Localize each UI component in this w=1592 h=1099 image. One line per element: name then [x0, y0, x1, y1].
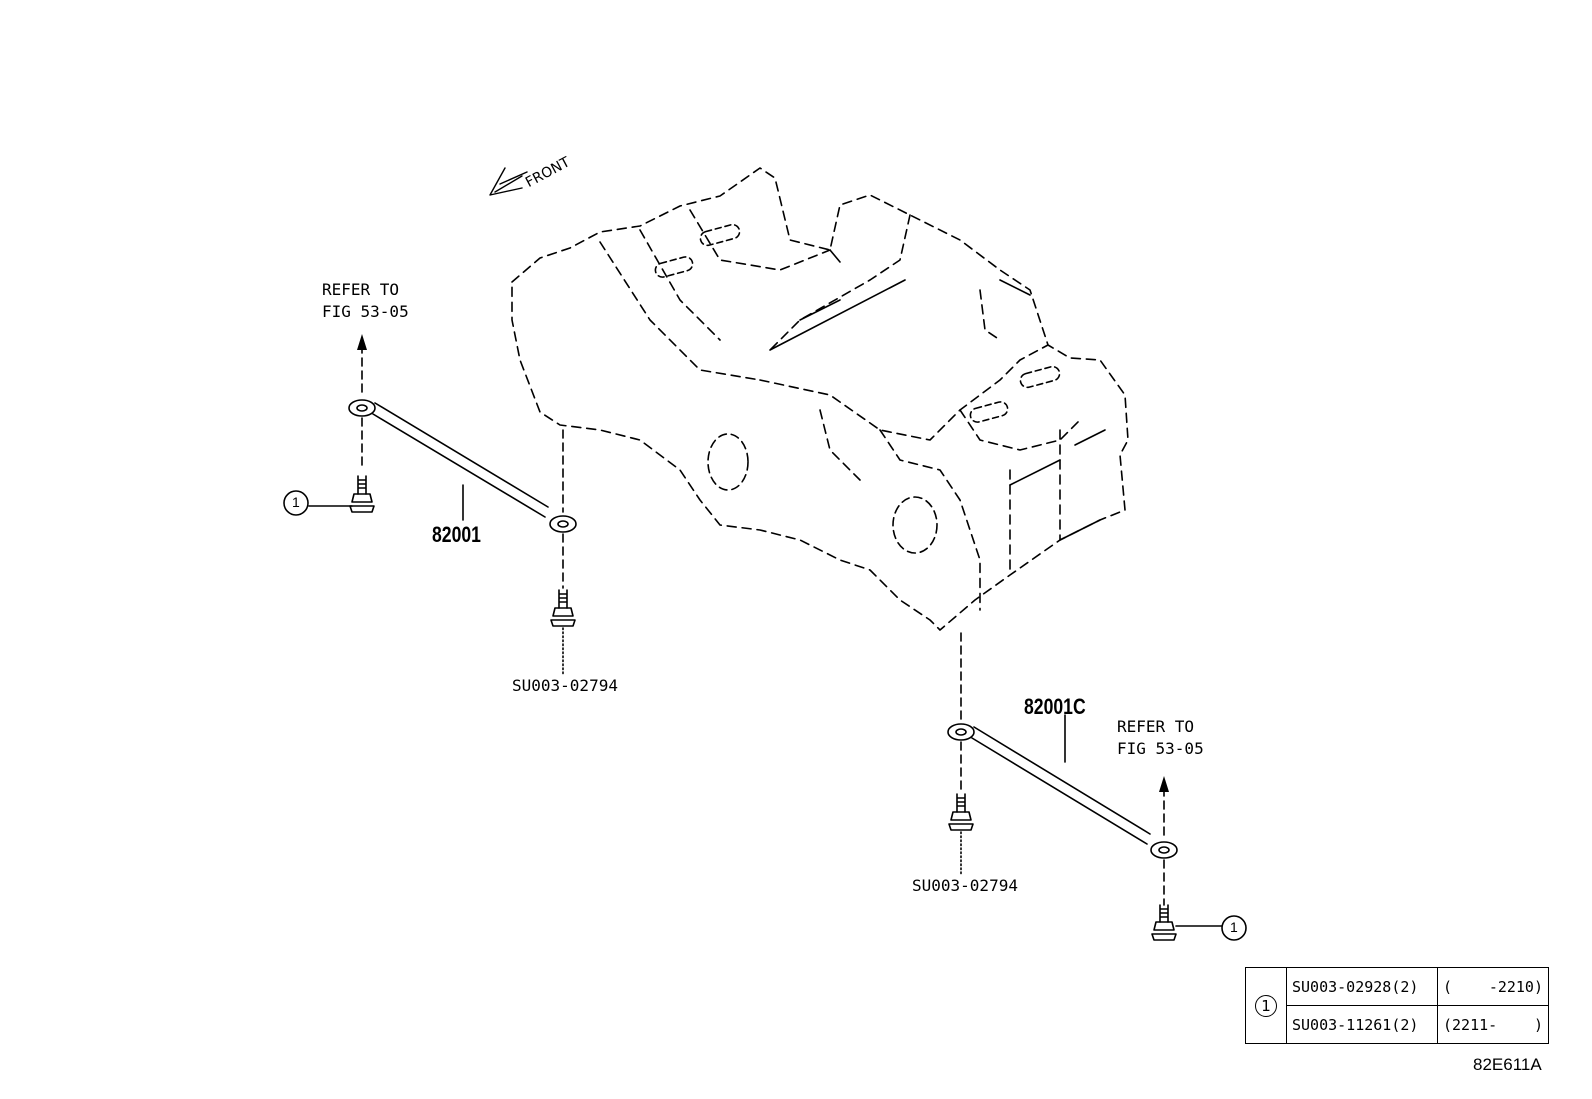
callout-number-left: 1 [292, 494, 300, 510]
callout-circle-left [283, 490, 309, 516]
legend-range-open: ( [1443, 977, 1453, 996]
legend-part-cell: SU003-11261(2) [1286, 1005, 1438, 1044]
legend-range-cell: ( -2210) [1437, 967, 1549, 1006]
bolt-code-right: SU003-02794 [912, 876, 1018, 895]
legend-range-cell: (2211- ) [1437, 1005, 1549, 1044]
right-rod-assembly [947, 632, 1223, 941]
callout-circle-right [1221, 915, 1247, 941]
front-arrow-icon [489, 167, 528, 196]
refer-label-left: REFER TO FIG 53-05 [322, 280, 409, 321]
legend-range-value: -2210) [1488, 977, 1543, 996]
legend-range-value: ) [1533, 1015, 1543, 1034]
legend-key-circle: 1 [1255, 994, 1277, 1017]
bolt-code-left: SU003-02794 [512, 676, 618, 695]
drawing-number: 82E611A [1473, 1055, 1542, 1074]
engine-outline [511, 167, 1129, 631]
part-number-82001: 82001 [432, 522, 481, 547]
legend-key-cell: 1 [1245, 967, 1287, 1044]
refer-label-right: REFER TO FIG 53-05 [1117, 717, 1204, 758]
engine-detail [654, 223, 1106, 554]
legend-table: 1 SU003-02928(2) ( -2210) SU003-11261(2)… [1245, 967, 1549, 1044]
legend-part-cell: SU003-02928(2) [1286, 967, 1438, 1006]
legend-range-open: (2211- [1443, 1015, 1498, 1034]
part-number-82001c: 82001C [1024, 694, 1086, 719]
left-rod-assembly [308, 334, 577, 676]
callout-number-right: 1 [1230, 919, 1238, 935]
